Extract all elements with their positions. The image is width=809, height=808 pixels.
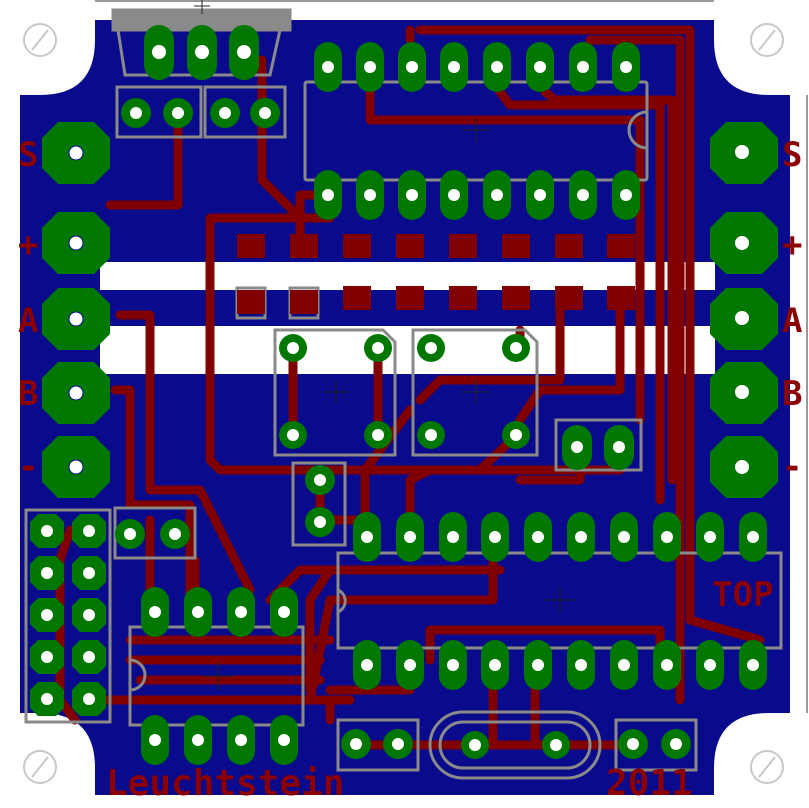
- left-label-b: B: [18, 374, 38, 414]
- board-title: Leuchtstein: [106, 763, 344, 804]
- left-edge-connector: [42, 122, 110, 498]
- left-label-plus: +: [18, 225, 38, 265]
- side-label-top: TOP: [712, 575, 773, 615]
- right-label-b: B: [782, 374, 802, 414]
- right-label-s: S: [782, 135, 802, 175]
- edge-labels: S + A B - S + A B -: [18, 135, 802, 487]
- right-label-a: A: [782, 301, 802, 341]
- smd-pads: [237, 234, 635, 314]
- silkscreen: [24, 8, 783, 780]
- left-label-minus: -: [18, 447, 38, 487]
- board-year: 2011: [606, 763, 693, 804]
- origin-markers: [194, 0, 575, 690]
- right-label-plus: +: [782, 225, 802, 265]
- mounting-holes: [23, 23, 784, 784]
- left-label-a: A: [18, 301, 38, 341]
- right-edge-connector: [710, 122, 778, 498]
- right-label-minus: -: [782, 447, 802, 487]
- drill-holes: [41, 45, 759, 751]
- left-label-s: S: [18, 135, 38, 175]
- clearance-bands: [100, 262, 715, 374]
- traces: [55, 25, 765, 750]
